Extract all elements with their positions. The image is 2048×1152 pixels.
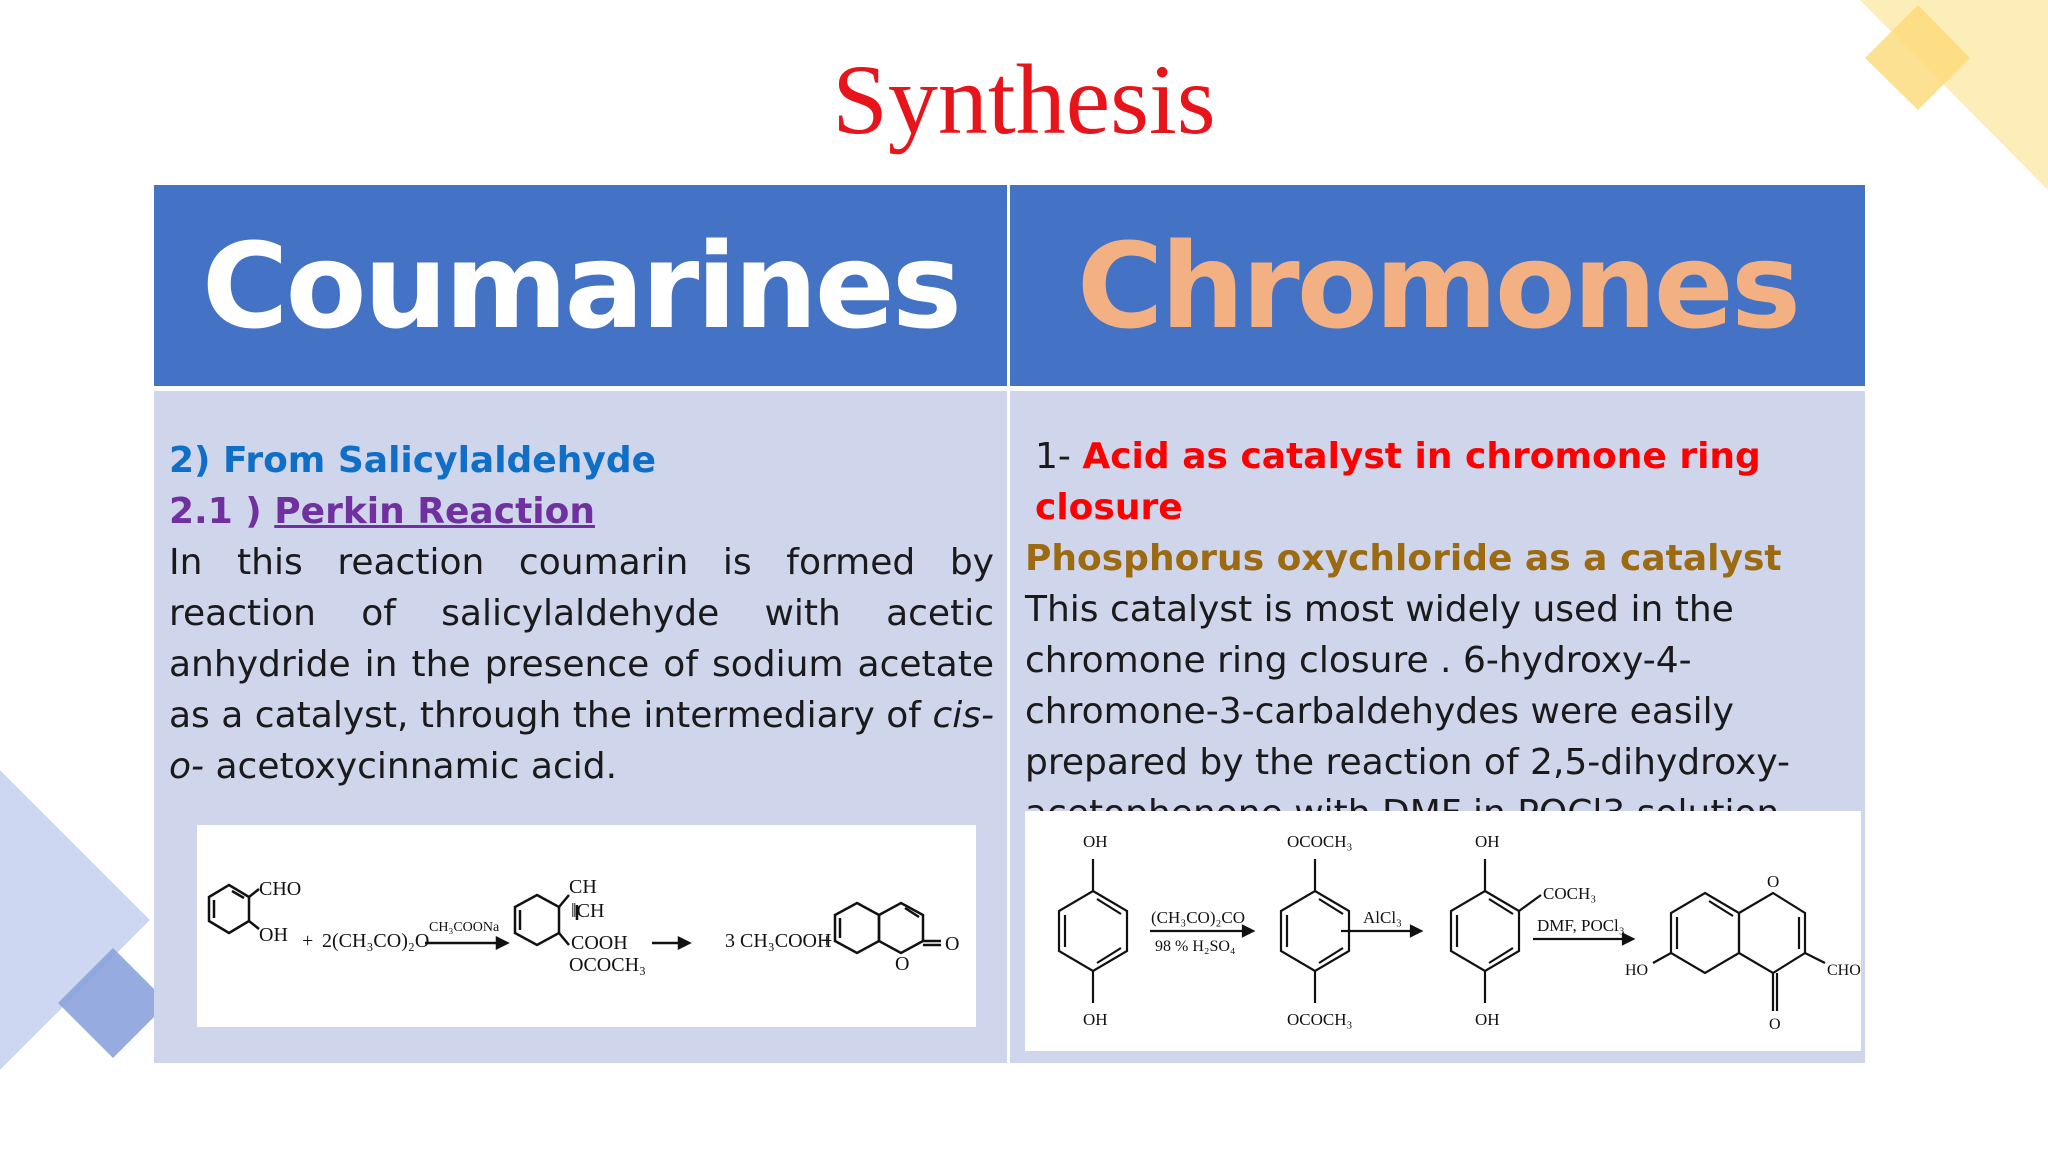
header-coumarines: Coumarines	[154, 185, 1007, 386]
chem-oh-2-top: OH	[1475, 832, 1500, 851]
chem-chromone-ring-o: O	[1767, 872, 1779, 891]
chem-ho: HO	[1625, 962, 1648, 979]
chem-coumarin-keto-o: O	[945, 933, 959, 955]
chem-acetic-acid: 3 CH₃COOH	[725, 930, 831, 952]
perkin-scheme: CHO OH + 2(CH₃CO)₂O CH₃COONa CH ‖CH COOH…	[197, 825, 976, 1027]
chem-reagent-1-cond: 98 % H₂SO₄	[1155, 938, 1236, 955]
chem-coch3: COCH₃	[1543, 884, 1596, 903]
chem-cho-right: CHO	[1827, 962, 1861, 979]
right-heading-prefix: 1-	[1035, 436, 1083, 477]
left-subheading-prefix: 2.1 )	[169, 491, 275, 532]
right-heading-text: Acid as catalyst in chromone ring closur…	[1035, 436, 1761, 528]
slide-title: Synthesis	[832, 44, 1216, 155]
right-body: This catalyst is most widely used in the…	[1025, 589, 1791, 834]
chromone-scheme: OH OH (CH₃CO)₂CO 98 % H₂SO₄ OCOCH₃ OCOCH…	[1025, 811, 1861, 1051]
chem-dmf-pocl3: DMF, POCl₃	[1537, 916, 1625, 935]
chem-coumarin-ring-o: O	[895, 953, 909, 975]
left-body-main: In this reaction coumarin is formed by r…	[169, 542, 994, 736]
chem-ch-2: ‖CH	[571, 900, 604, 922]
chem-oh-left: OH	[259, 924, 288, 946]
right-subheading: Phosphorus oxychloride as a catalyst	[1025, 538, 1782, 579]
chem-plus-2: +	[821, 930, 832, 952]
chem-ch-1: CH	[569, 876, 597, 898]
chem-sodium-acetate: CH₃COONa	[429, 920, 500, 935]
perkin-reaction-link[interactable]: Perkin Reaction	[274, 491, 595, 532]
coumarines-cell: 2) From Salicylaldehyde 2.1 ) Perkin Rea…	[154, 391, 1007, 1063]
chem-ococh3-top: OCOCH₃	[1287, 832, 1353, 851]
comparison-table: Coumarines Chromones 2) From Salicylalde…	[154, 185, 1865, 1063]
chem-plus-1: +	[302, 930, 313, 952]
chem-oh-1-top: OH	[1083, 832, 1108, 851]
left-body-end: acetoxycinnamic acid.	[215, 746, 618, 787]
chem-oh-1-bottom: OH	[1083, 1010, 1108, 1029]
chem-ococh3-left: OCOCH₃	[569, 954, 646, 976]
chem-chromone-keto-o: O	[1769, 1016, 1781, 1033]
chem-cho-left: CHO	[259, 878, 301, 900]
right-heading: 1- Acid as catalyst in chromone ring clo…	[1025, 431, 1855, 533]
left-subheading: 2.1 ) Perkin Reaction	[169, 486, 994, 537]
chem-cooh: COOH	[571, 932, 628, 954]
header-chromones: Chromones	[1010, 185, 1865, 386]
chromones-cell: 1- Acid as catalyst in chromone ring clo…	[1010, 391, 1865, 1063]
chem-acetic-anhydride: 2(CH₃CO)₂O	[322, 930, 429, 952]
left-heading: 2) From Salicylaldehyde	[169, 440, 657, 481]
chem-ococh3-bottom: OCOCH₃	[1287, 1010, 1353, 1029]
chem-alcl3: AlCl₃	[1363, 908, 1402, 927]
chem-reagent-1: (CH₃CO)₂CO	[1151, 908, 1245, 927]
left-body-italic: cis-o-	[169, 695, 995, 787]
chem-oh-2-bottom: OH	[1475, 1010, 1500, 1029]
left-body: In this reaction coumarin is formed by r…	[169, 537, 994, 792]
